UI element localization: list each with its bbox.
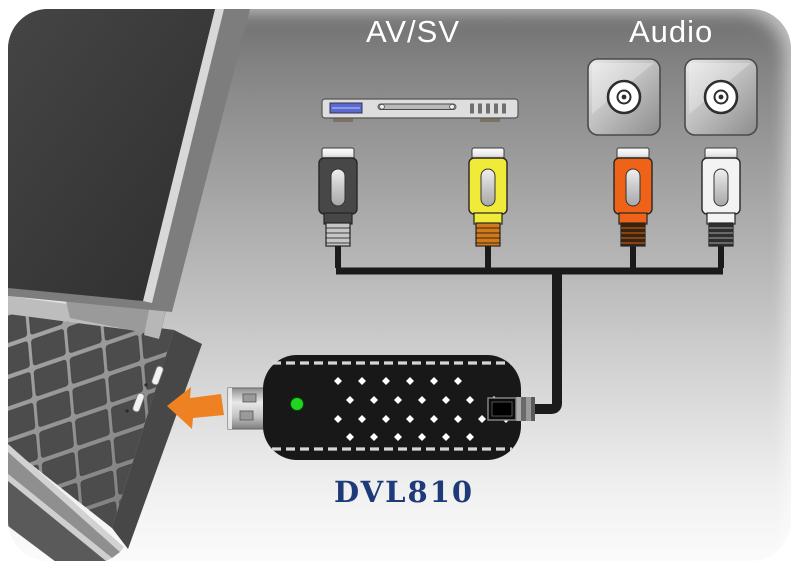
dvd-foot [480, 117, 500, 122]
cable-harness [336, 243, 723, 409]
port-dot [125, 409, 128, 412]
plug-window [626, 169, 640, 206]
plug-barrel [709, 223, 733, 246]
audio-jack-plate-right [685, 59, 757, 135]
adapter-cable [534, 268, 557, 409]
port-rib [531, 397, 535, 421]
adapter-output-port-inner [492, 402, 512, 416]
dvd-foot [333, 117, 353, 122]
plug-barrel [621, 223, 645, 246]
laptop-hinge-tab [144, 305, 166, 339]
barrel-ridges [709, 228, 733, 243]
port-dot [144, 383, 147, 386]
laptop-front-edge [8, 452, 120, 558]
label-model-number: DVL810 [334, 475, 475, 509]
plug-barrel [326, 223, 350, 246]
laptop-front-edge-highlight [8, 444, 124, 552]
laptop-screen [8, 9, 215, 301]
usb-port-slot [132, 392, 145, 412]
plug-neck [619, 213, 647, 224]
port-rib [521, 397, 526, 421]
usb-port-slots [125, 365, 164, 412]
label-audio: Audio [629, 14, 714, 49]
usb-contact-hole [240, 411, 253, 420]
usb-insert-arrow-icon [167, 387, 224, 429]
label-av-sv: AV/SV [366, 14, 461, 49]
laptop [0, 9, 260, 570]
audio-jack-plate-left [588, 59, 660, 135]
usb-contact-hole [243, 394, 256, 402]
rca-jack-pin [719, 95, 724, 100]
barrel-ridges [621, 228, 645, 243]
barrel-ridges [326, 228, 350, 243]
barrel-ridges [476, 228, 500, 243]
port-rib [516, 397, 521, 421]
plug-neck [707, 213, 735, 224]
laptop-side-panel [112, 330, 202, 549]
plug-neck [324, 213, 352, 224]
tray-knob [450, 104, 455, 109]
laptop-bottom-wedge [8, 481, 106, 568]
rca-jack-pin [622, 95, 627, 100]
plug-window [331, 169, 345, 206]
laptop-front-edge-highlight2 [8, 474, 112, 561]
composite-video-plug [469, 148, 507, 246]
audio-plug-white [702, 148, 740, 246]
audio-plug-red [614, 148, 652, 246]
tray-knob [380, 104, 385, 109]
s-video-plug [319, 148, 357, 246]
usb-plug-edge [228, 388, 232, 429]
plug-neck [474, 213, 502, 224]
dvd-buttons [470, 104, 506, 114]
adapter-led [291, 398, 304, 411]
laptop-lid-trim [143, 9, 224, 303]
port-rib [526, 397, 531, 421]
plug-window [481, 169, 495, 206]
plug-barrel [476, 223, 500, 246]
usb-capture-adapter [228, 355, 535, 460]
plug-window [714, 169, 728, 206]
usb-port-slot [151, 365, 164, 385]
dvd-disc-tray [378, 104, 456, 110]
dvd-player [322, 99, 518, 122]
